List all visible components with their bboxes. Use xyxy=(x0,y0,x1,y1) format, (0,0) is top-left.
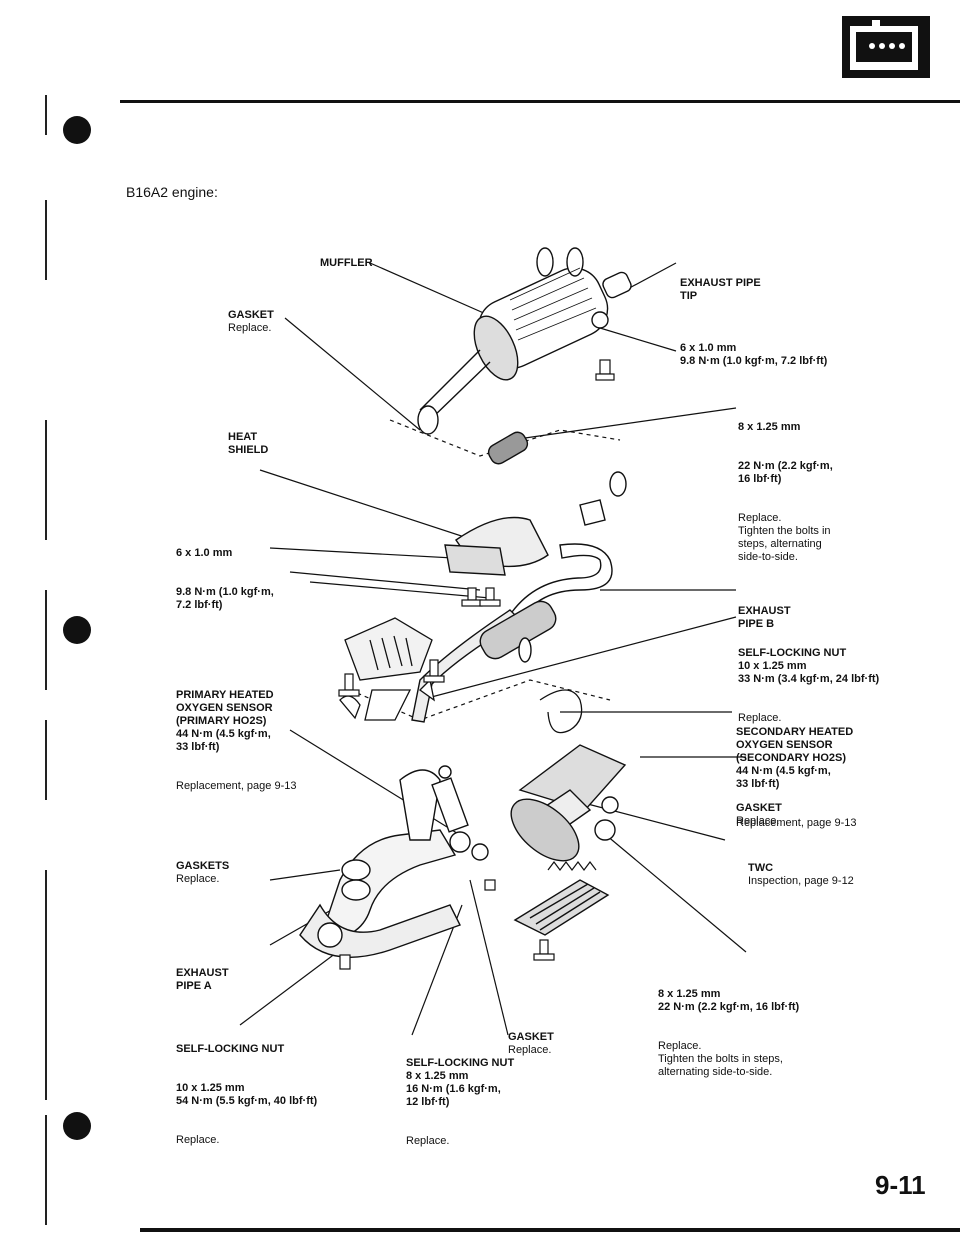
bolt-8x125-bottom-label: 8 x 1.25 mm 22 N·m (2.2 kgf·m, 16 lbf·ft… xyxy=(658,988,800,1078)
self-locking-nut-right-label: SELF-LOCKING NUT 10 x 1.25 mm 33 N·m (3.… xyxy=(738,647,880,724)
secondary-ho2s-label: SECONDARY HEATED OXYGEN SENSOR (SECONDAR… xyxy=(736,726,857,829)
engine-heading: B16A2 engine: xyxy=(126,184,218,200)
binder-hole xyxy=(63,116,91,144)
gaskets-left-label: GASKETS Replace. xyxy=(176,860,230,885)
self-locking-nut-left-label: SELF-LOCKING NUT 10 x 1.25 mm 54 N·m (5.… xyxy=(176,1043,318,1146)
binder-mark xyxy=(45,420,47,540)
bolt-8x125-top-label: 8 x 1.25 mm 22 N·m (2.2 kgf·m, 16 lbf·ft… xyxy=(738,421,833,563)
primary-ho2s-label: PRIMARY HEATED OXYGEN SENSOR (PRIMARY HO… xyxy=(176,689,297,792)
heat-shield-label: HEAT SHIELD xyxy=(228,431,269,456)
binder-mark xyxy=(45,590,47,690)
header-rule xyxy=(120,100,960,103)
binder-hole xyxy=(63,616,91,644)
self-locking-nut-mid-label: SELF-LOCKING NUT 8 x 1.25 mm 16 N·m (1.6… xyxy=(406,1057,515,1147)
binder-mark xyxy=(45,200,47,280)
engine-section-icon xyxy=(842,16,930,78)
gasket-top-label: GASKET Replace. xyxy=(228,309,274,334)
binder-mark xyxy=(45,720,47,800)
twc-label: TWC Inspection, page 9-12 xyxy=(748,862,854,887)
exhaust-pipe-b-label: EXHAUST PIPE B xyxy=(738,605,791,630)
gasket-bottom-label: GASKET Replace. xyxy=(508,1031,554,1056)
binder-mark xyxy=(45,1115,47,1225)
binder-mark xyxy=(45,95,47,135)
gasket-mid-label: GASKET Replace. xyxy=(736,802,782,827)
exhaust-pipe-tip-label: EXHAUST PIPE TIP xyxy=(680,277,761,302)
footer-rule xyxy=(140,1228,960,1232)
muffler-label: MUFFLER xyxy=(320,257,373,269)
page-number: 9-11 xyxy=(875,1170,926,1200)
binder-mark xyxy=(45,870,47,1100)
binder-hole xyxy=(63,1112,91,1140)
bolt-6x10-top-label: 6 x 1.0 mm 9.8 N·m (1.0 kgf·m, 7.2 lbf·f… xyxy=(680,342,828,367)
bolt-6x10-left-label: 6 x 1.0 mm 9.8 N·m (1.0 kgf·m, 7.2 lbf·f… xyxy=(176,547,274,611)
exhaust-pipe-a-label: EXHAUST PIPE A xyxy=(176,967,229,992)
